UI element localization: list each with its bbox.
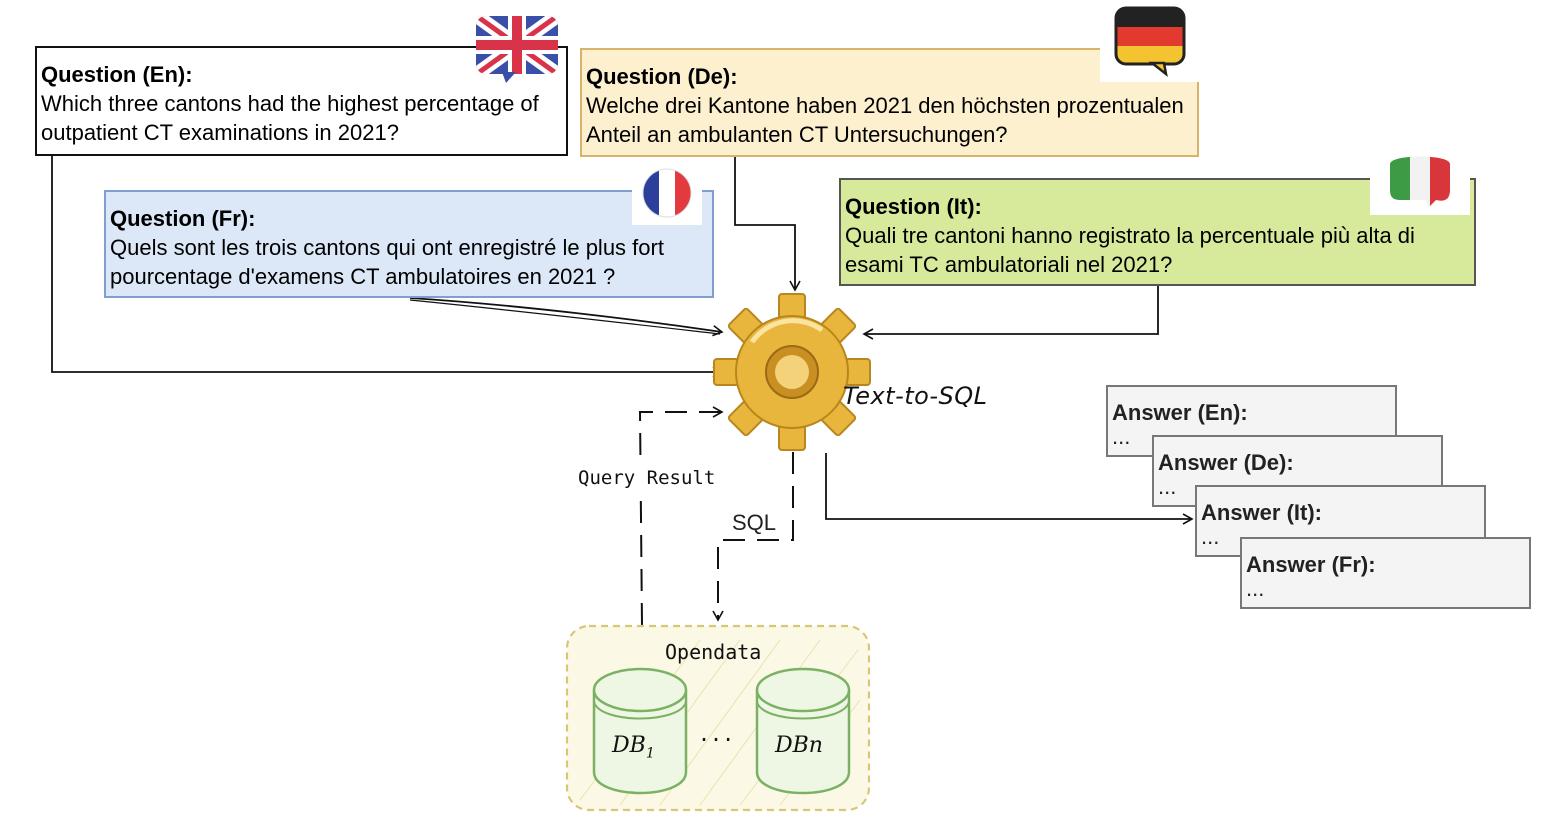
question-en-text: Which three cantons had the highest perc… — [41, 91, 539, 145]
uk-flag-icon — [476, 16, 558, 83]
answer-it-body: ... — [1201, 524, 1220, 549]
db-subscript: 1 — [645, 745, 655, 762]
france-flag-icon — [632, 165, 702, 225]
answer-en-body: ... — [1112, 424, 1131, 449]
arrow-query-result — [638, 406, 724, 626]
answer-it-title: Answer (It): — [1201, 500, 1322, 525]
database-icon-first — [592, 667, 688, 795]
arrow-de-to-engine — [734, 157, 801, 292]
question-de-box: Question (De): Welche drei Kantone haben… — [580, 48, 1199, 157]
db-first-label: DB1 — [612, 733, 655, 762]
answer-de-title: Answer (De): — [1158, 450, 1294, 475]
answer-en-title: Answer (En): — [1112, 400, 1248, 425]
db-last-label: DBn — [775, 733, 823, 758]
question-de-text: Welche drei Kantone haben 2021 den höchs… — [586, 93, 1184, 147]
italy-flag-icon — [1370, 150, 1470, 215]
question-fr-title: Question (Fr): — [110, 206, 256, 231]
question-it-box: Question (It): Quali tre cantoni hanno r… — [839, 178, 1476, 286]
arrow-it-to-engine — [862, 286, 1159, 340]
answer-de-body: ... — [1158, 474, 1177, 499]
query-result-label: Query Result — [576, 467, 718, 489]
question-en-title: Question (En): — [41, 62, 193, 87]
answer-fr-box: Answer (Fr): ... — [1240, 537, 1531, 609]
sql-label: SQL — [730, 510, 779, 536]
arrow-engine-to-answers — [825, 453, 1194, 525]
answer-fr-title: Answer (Fr): — [1246, 552, 1376, 577]
arrow-fr-to-engine — [409, 297, 724, 337]
question-it-title: Question (It): — [845, 194, 982, 219]
database-icon-last — [755, 667, 851, 795]
question-it-text: Quali tre cantoni hanno registrato la pe… — [845, 223, 1415, 277]
db-ellipsis: ... — [698, 722, 735, 746]
question-fr-text: Quels sont les trois cantons qui ont enr… — [110, 235, 664, 289]
germany-flag-icon — [1100, 2, 1200, 82]
text-to-sql-label: Text-to-SQL — [843, 382, 988, 410]
arrow-sql — [712, 452, 794, 622]
arrow-en-to-engine — [51, 156, 724, 378]
answer-fr-body: ... — [1246, 576, 1265, 601]
question-fr-box: Question (Fr): Quels sont les trois cant… — [104, 190, 714, 298]
question-de-title: Question (De): — [586, 64, 738, 89]
opendata-label: Opendata — [665, 640, 762, 664]
gear-icon — [713, 293, 871, 451]
